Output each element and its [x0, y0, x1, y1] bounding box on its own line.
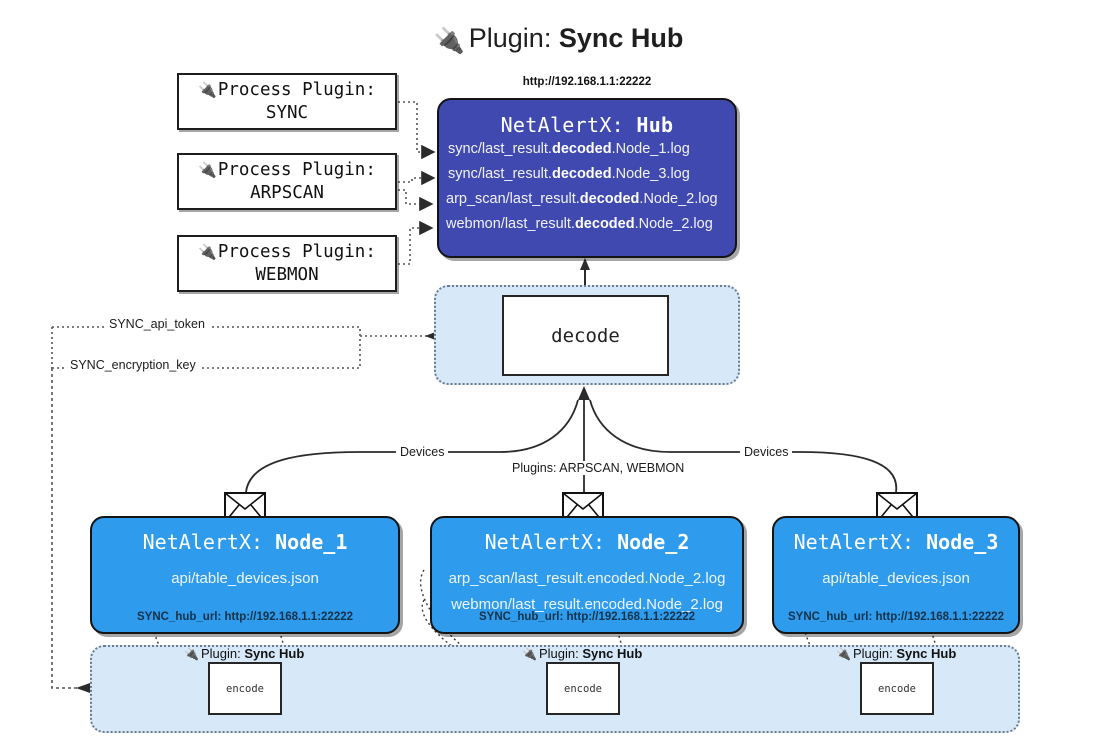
- process-plugin-label: Process Plugin:: [217, 159, 376, 180]
- token-bottom-arrowhead: [76, 683, 90, 693]
- node-title: NetAlertX: Node_3: [793, 530, 999, 554]
- plugin-to-hub-edges: [398, 101, 436, 265]
- node-body: arp_scan/last_result.encoded.Node_2.log …: [432, 566, 742, 618]
- process-plugin-label: Process Plugin:: [217, 79, 376, 100]
- plugin-tag-node-3: 🔌Plugin: Sync Hub: [836, 646, 957, 661]
- node-body: api/table_devices.json: [92, 566, 398, 592]
- hub-title: NetAlertX: Hub: [439, 113, 735, 137]
- plugin-tag-node-1: 🔌Plugin: Sync Hub: [184, 646, 305, 661]
- page-title: 🔌Plugin: Sync Hub: [0, 16, 1117, 61]
- node-card-node-1[interactable]: NetAlertX: Node_1 api/table_devices.json…: [90, 516, 400, 634]
- plug-icon: 🔌: [198, 242, 217, 261]
- hub-log-line: arp_scan/last_result.decoded.Node_2.log: [446, 191, 718, 207]
- plug-icon: 🔌: [198, 80, 217, 99]
- decode-to-hub-edge: [580, 258, 590, 285]
- node-body: api/table_devices.json: [774, 566, 1018, 592]
- plugin-tag-node-2: 🔌Plugin: Sync Hub: [522, 646, 643, 661]
- process-plugin-value: ARPSCAN: [250, 182, 324, 203]
- hub-title-name: Hub: [636, 113, 674, 137]
- title-prefix: Plugin:: [468, 23, 552, 53]
- node1-devices-edge: [245, 451, 500, 493]
- encode-box-node-3[interactable]: encode: [860, 662, 934, 715]
- process-plugin-sync[interactable]: 🔌Process Plugin: SYNC: [177, 73, 397, 130]
- hub-title-prefix: NetAlertX:: [500, 113, 625, 137]
- plug-icon: 🔌: [522, 647, 537, 661]
- process-plugin-value: SYNC: [265, 102, 309, 123]
- encode-box-node-2[interactable]: encode: [546, 662, 620, 715]
- node-hub-url: SYNC_hub_url: http://192.168.1.1:22222: [136, 611, 354, 623]
- process-plugin-arpscan[interactable]: 🔌Process Plugin: ARPSCAN: [177, 153, 397, 210]
- label-plugins: Plugins: ARPSCAN, WEBMON: [508, 461, 689, 475]
- node-card-node-3[interactable]: NetAlertX: Node_3 api/table_devices.json…: [772, 516, 1020, 634]
- hub-log-line: sync/last_result.decoded.Node_1.log: [448, 141, 690, 157]
- label-sync-encryption-key: SYNC_encryption_key: [66, 358, 200, 372]
- hub-log-line: sync/last_result.decoded.Node_3.log: [448, 166, 690, 182]
- node-title: NetAlertX: Node_2: [484, 530, 690, 554]
- hub-card[interactable]: NetAlertX: Hub sync/last_result.decoded.…: [437, 98, 737, 258]
- token-to-encode-path: [51, 368, 80, 689]
- title-name: Sync Hub: [558, 23, 684, 53]
- node-card-node-2[interactable]: NetAlertX: Node_2 arp_scan/last_result.e…: [430, 516, 744, 634]
- decode-inbound-arrowhead: [578, 386, 590, 400]
- node-file-line: webmon/last_result.encoded.Node_2.log: [451, 596, 723, 613]
- label-devices-left: Devices: [396, 445, 449, 459]
- hub-url-label: http://192.168.1.1:22222: [522, 76, 652, 88]
- node-hub-url: SYNC_hub_url: http://192.168.1.1:22222: [787, 611, 1005, 623]
- process-plugin-label: Process Plugin:: [217, 241, 376, 262]
- process-plugin-webmon[interactable]: 🔌Process Plugin: WEBMON: [177, 235, 397, 292]
- plug-icon: 🔌: [198, 160, 217, 179]
- plug-icon: 🔌: [836, 647, 851, 661]
- node-hub-url: SYNC_hub_url: http://192.168.1.1:22222: [478, 611, 696, 623]
- encode-box-node-1[interactable]: encode: [208, 662, 282, 715]
- plug-icon: 🔌: [184, 647, 199, 661]
- label-devices-right: Devices: [740, 445, 793, 459]
- label-sync-api-token: SYNC_api_token: [105, 317, 209, 331]
- hub-log-line: webmon/last_result.decoded.Node_2.log: [446, 216, 713, 232]
- plug-icon: 🔌: [433, 27, 465, 55]
- decode-box[interactable]: decode: [502, 295, 669, 376]
- process-plugin-value: WEBMON: [255, 264, 319, 285]
- node-file-line: arp_scan/last_result.encoded.Node_2.log: [448, 570, 726, 587]
- node-title: NetAlertX: Node_1: [142, 530, 348, 554]
- node-file-line: api/table_devices.json: [822, 570, 970, 587]
- node-file-line: api/table_devices.json: [171, 570, 319, 587]
